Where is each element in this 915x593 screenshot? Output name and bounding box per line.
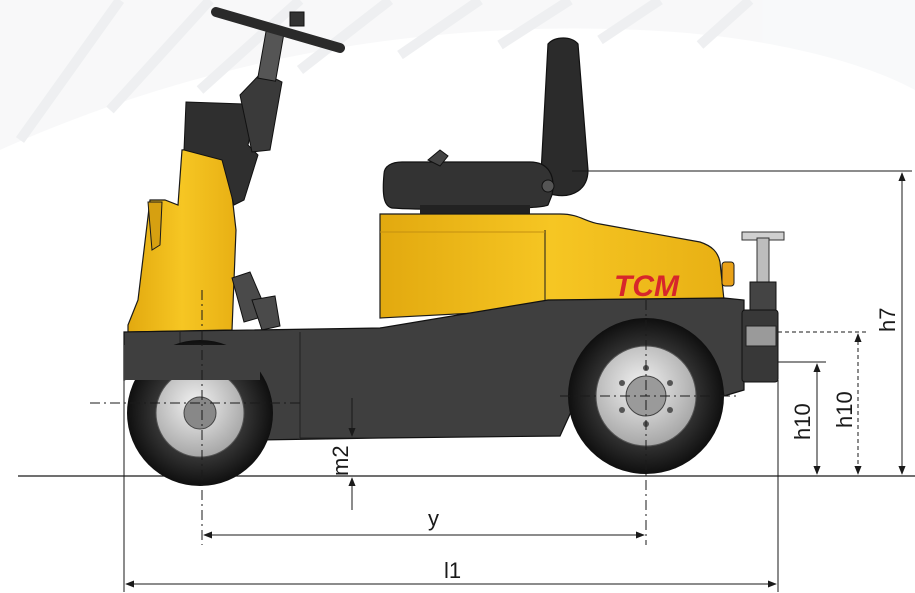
background-roof-pattern [0, 0, 915, 150]
dimension-annotations [90, 170, 912, 592]
battery-hood [379, 213, 725, 319]
steering-wheel [211, 7, 345, 53]
dim-h10-inner-label: h10 [790, 403, 815, 440]
rear-wheel [124, 340, 273, 486]
tow-coupling [741, 231, 785, 383]
operator-seat [382, 37, 589, 217]
tow-tractor: TCM [123, 7, 785, 486]
dim-h7-label: h7 [875, 308, 900, 332]
dim-l1-label: l1 [444, 558, 461, 583]
dim-y-label: y [428, 506, 439, 531]
dim-m2-label: m2 [328, 445, 353, 476]
dim-h10-outer-label: h10 [832, 391, 857, 428]
pedals [231, 271, 281, 331]
brand-logo: TCM [614, 270, 680, 303]
steering-housing [127, 147, 237, 333]
